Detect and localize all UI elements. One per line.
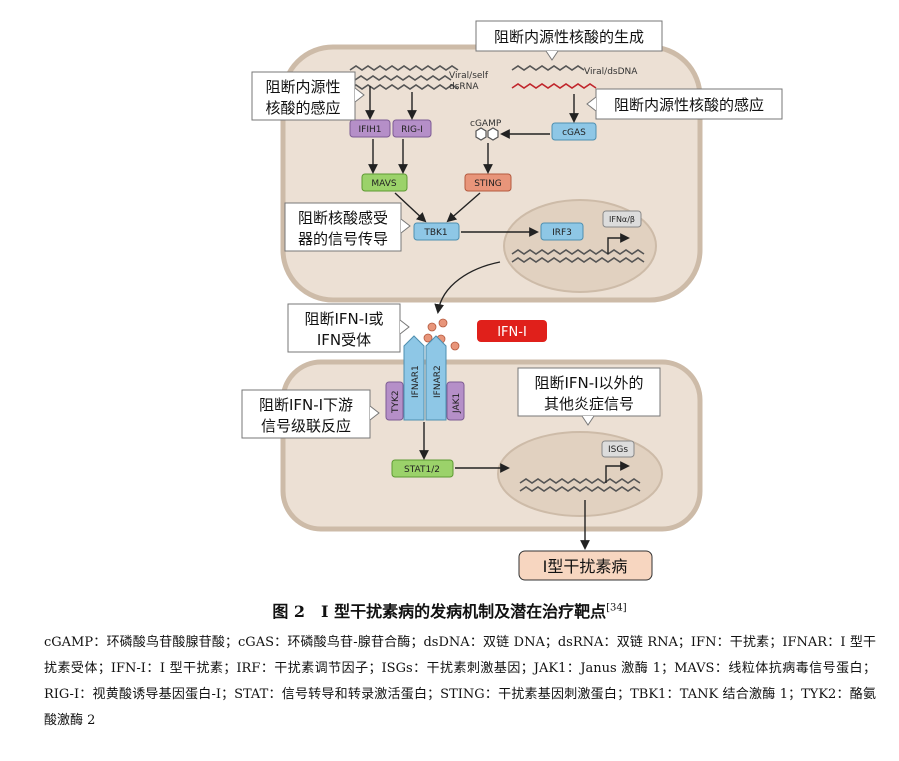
cgamp-icon bbox=[475, 127, 499, 141]
svg-text:阻断核酸感受: 阻断核酸感受 bbox=[298, 209, 388, 227]
callout-block-generation: 阻断内源性核酸的生成 bbox=[475, 20, 663, 61]
svg-text:IRF3: IRF3 bbox=[552, 228, 572, 238]
pathway-diagram: Viral/self dsRNA Viral/dsDNA cGAMP IFIH1… bbox=[241, 20, 783, 581]
dsdna-label: Viral/dsDNA bbox=[584, 67, 638, 77]
caption-title: 图 2 I 型干扰素病的发病机制及潜在治疗靶点 bbox=[272, 602, 607, 621]
lower-nucleus bbox=[497, 431, 663, 517]
pathway-arrows-upper bbox=[365, 86, 579, 314]
upper-nucleus-dna bbox=[511, 249, 645, 263]
node-irf3: IRF3 bbox=[540, 222, 584, 241]
svg-text:MAVS: MAVS bbox=[371, 179, 397, 189]
cgamp-label: cGAMP bbox=[470, 119, 502, 129]
svg-text:RIG-I: RIG-I bbox=[401, 125, 423, 135]
callout-block-downstream: 阻断IFN-I下游 信号级联反应 bbox=[241, 389, 380, 439]
node-tbk1: TBK1 bbox=[413, 222, 460, 241]
lower-promoter-arrow bbox=[605, 461, 630, 483]
svg-text:器的信号传导: 器的信号传导 bbox=[298, 230, 388, 248]
svg-text:阻断IFN-I或: 阻断IFN-I或 bbox=[304, 310, 383, 328]
dsrna-label-1: Viral/self bbox=[449, 71, 489, 81]
node-tyk2: TYK2 bbox=[385, 381, 404, 421]
svg-text:阻断IFN-I以外的: 阻断IFN-I以外的 bbox=[534, 374, 643, 392]
receptor-ifnar2: IFNAR2 bbox=[425, 335, 447, 421]
ifn-i-badge: IFN-I bbox=[477, 320, 547, 342]
caption-ref: [34] bbox=[606, 602, 627, 614]
svg-text:IFN受体: IFN受体 bbox=[317, 331, 371, 349]
upper-promoter-arrow bbox=[607, 233, 630, 254]
svg-text:TYK2: TYK2 bbox=[391, 390, 401, 414]
node-mavs: MAVS bbox=[361, 173, 408, 192]
svg-text:IFIH1: IFIH1 bbox=[359, 125, 382, 135]
svg-text:JAK1: JAK1 bbox=[452, 393, 462, 414]
node-ifnab: IFNα/β bbox=[602, 210, 642, 228]
svg-text:IFN-I: IFN-I bbox=[497, 325, 527, 340]
callout-block-other: 阻断IFN-I以外的 其他炎症信号 bbox=[517, 367, 661, 426]
lower-nucleus-dna bbox=[519, 478, 641, 492]
abbreviation-list: cGAMP：环磷酸鸟苷酸腺苷酸；cGAS：环磷酸鸟苷-腺苷合酶；dsDNA：双链… bbox=[44, 635, 876, 728]
svg-text:其他炎症信号: 其他炎症信号 bbox=[544, 395, 634, 413]
svg-text:阻断内源性核酸的感应: 阻断内源性核酸的感应 bbox=[614, 96, 764, 114]
node-jak1: JAK1 bbox=[446, 381, 465, 421]
svg-text:IFNAR1: IFNAR1 bbox=[411, 365, 421, 398]
callout-block-sensor-signal: 阻断核酸感受 器的信号传导 bbox=[284, 202, 411, 252]
callout-block-sensing-right: 阻断内源性核酸的感应 bbox=[586, 88, 783, 120]
svg-text:cGAS: cGAS bbox=[562, 128, 586, 138]
svg-text:I型干扰素病: I型干扰素病 bbox=[543, 557, 628, 576]
node-sting: STING bbox=[464, 173, 512, 192]
svg-text:STING: STING bbox=[474, 179, 502, 189]
callout-block-sensing-left: 阻断内源性 核酸的感应 bbox=[251, 71, 365, 121]
callout-block-ifn: 阻断IFN-I或 IFN受体 bbox=[287, 303, 410, 353]
node-cgas: cGAS bbox=[551, 122, 597, 141]
dsrna-label-2: dsRNA bbox=[449, 82, 479, 92]
disease-box: I型干扰素病 bbox=[518, 550, 653, 581]
svg-text:阻断内源性核酸的生成: 阻断内源性核酸的生成 bbox=[494, 28, 644, 46]
svg-text:核酸的感应: 核酸的感应 bbox=[265, 99, 340, 117]
node-ifih1: IFIH1 bbox=[349, 119, 391, 138]
node-rigi: RIG-I bbox=[392, 119, 432, 138]
svg-text:阻断内源性: 阻断内源性 bbox=[265, 78, 340, 96]
svg-text:阻断IFN-I下游: 阻断IFN-I下游 bbox=[259, 396, 353, 414]
svg-text:信号级联反应: 信号级联反应 bbox=[261, 417, 351, 435]
node-isgs: ISGs bbox=[601, 440, 635, 458]
node-stat: STAT1/2 bbox=[391, 459, 454, 478]
svg-text:IFNα/β: IFNα/β bbox=[609, 215, 635, 224]
svg-text:ISGs: ISGs bbox=[608, 445, 628, 455]
dsrna-strands bbox=[349, 65, 459, 90]
figure-caption: 图 2 I 型干扰素病的发病机制及潜在治疗靶点[34] bbox=[0, 598, 899, 622]
receptor-ifnar1: IFNAR1 bbox=[403, 335, 425, 421]
svg-text:IFNAR2: IFNAR2 bbox=[433, 365, 443, 398]
pathway-arrows-lower bbox=[419, 422, 590, 550]
svg-text:TBK1: TBK1 bbox=[423, 228, 447, 238]
svg-text:STAT1/2: STAT1/2 bbox=[404, 465, 440, 475]
dsdna-strands bbox=[511, 65, 597, 89]
